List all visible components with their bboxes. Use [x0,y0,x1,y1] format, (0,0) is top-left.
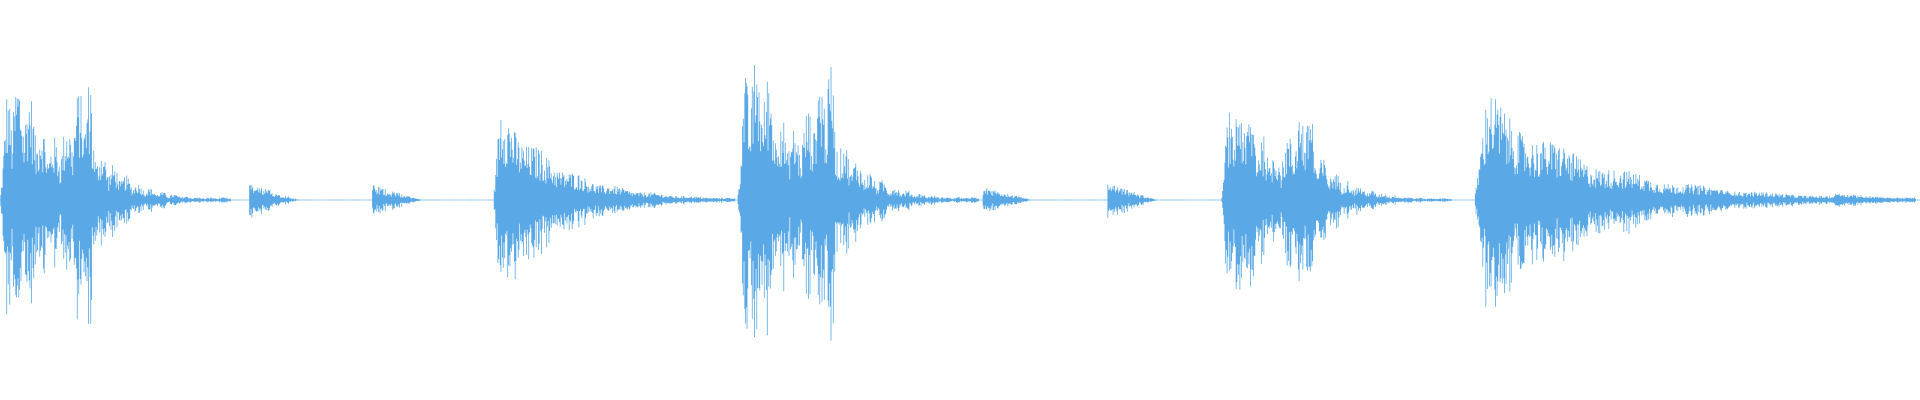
waveform-samples [0,65,1920,341]
waveform-event-3 [493,119,736,280]
waveform-event-6 [1107,184,1158,218]
waveform-event-10 [1835,193,1916,207]
waveform-event-1 [249,184,300,218]
waveform-event-9 [1714,190,1761,211]
waveform-event-7 [1221,112,1452,290]
waveform-event-4 [737,65,980,341]
waveform-noise-floor [0,198,1920,202]
waveform-event-0 [0,87,231,324]
waveform-event-5 [982,188,1033,212]
waveform-event-2 [372,185,423,214]
